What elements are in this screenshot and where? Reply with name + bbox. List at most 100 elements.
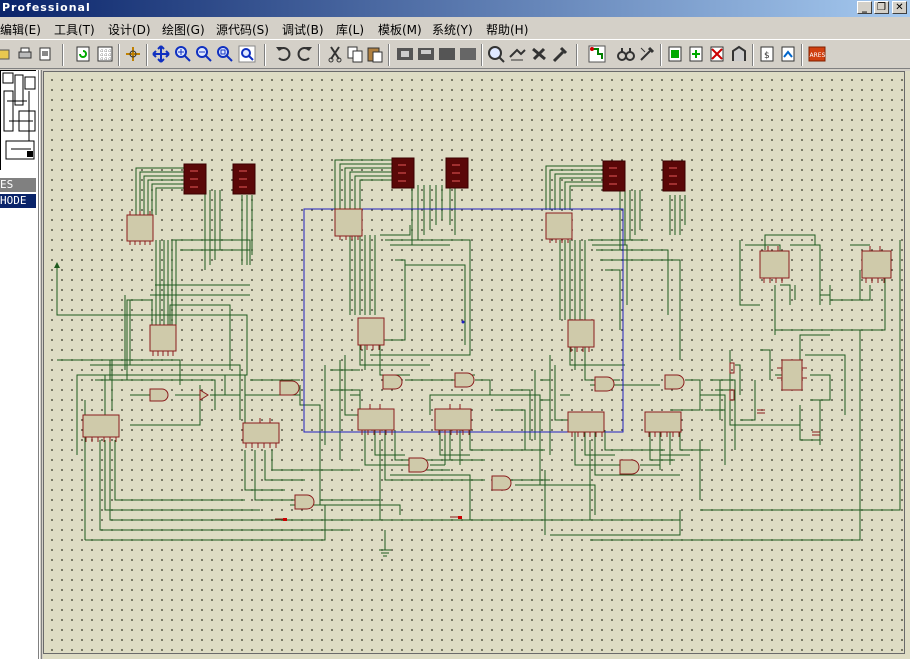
terminal-marks	[283, 516, 462, 521]
toolbar-separator	[481, 44, 483, 66]
device-list-item-selected[interactable]: HODE	[0, 194, 36, 208]
ic-chip	[126, 214, 154, 242]
menu-design[interactable]: 设计(D)	[108, 23, 151, 37]
svg-text:$: $	[764, 51, 770, 61]
menu-help[interactable]: 帮助(H)	[486, 23, 529, 37]
make-device-icon[interactable]	[508, 45, 526, 63]
origin-icon[interactable]	[124, 45, 142, 63]
paste-icon[interactable]	[366, 45, 384, 63]
close-button[interactable]: ✕	[892, 1, 907, 14]
ic-chip	[759, 250, 790, 279]
toolbar-separator	[118, 44, 120, 66]
and-gate	[279, 380, 300, 396]
pick-device-icon[interactable]	[487, 45, 505, 63]
block-delete-icon[interactable]	[459, 45, 477, 63]
block-copy-icon[interactable]	[396, 45, 414, 63]
and-gate	[664, 374, 685, 390]
resistor	[729, 389, 735, 401]
refresh-icon[interactable]	[74, 45, 92, 63]
and-gate	[408, 457, 429, 473]
wire-autorouter-icon[interactable]	[588, 45, 606, 63]
ic-chip	[567, 319, 595, 348]
remove-sheet-icon[interactable]	[708, 45, 726, 63]
device-list-item[interactable]: ES	[0, 178, 36, 192]
zoom-all-icon[interactable]	[216, 45, 234, 63]
resistor	[729, 362, 735, 374]
toolbar-separator	[62, 44, 64, 66]
pan-icon[interactable]	[152, 45, 170, 63]
menu-debug[interactable]: 调试(B)	[282, 23, 324, 37]
package-icon[interactable]	[530, 45, 548, 63]
toolbar-separator	[660, 44, 662, 66]
goto-sheet-icon[interactable]	[730, 45, 748, 63]
toolbar-separator	[576, 44, 578, 66]
toolbar-separator	[318, 44, 320, 66]
overview-thumbnail	[1, 71, 37, 171]
title-bar: Professional _ ❐ ✕	[0, 0, 910, 17]
menu-source[interactable]: 源代码(S)	[216, 23, 269, 37]
window-title: Professional	[2, 1, 91, 14]
netlist-icon[interactable]	[779, 45, 797, 63]
block-rotate-icon[interactable]	[438, 45, 456, 63]
zoom-in-icon[interactable]	[174, 45, 192, 63]
toolbar-separator	[388, 44, 390, 66]
left-panel: ES HODE	[0, 70, 39, 659]
ic-chip	[357, 408, 395, 431]
schematic-drawing	[54, 157, 901, 557]
display-segments	[190, 164, 677, 188]
copy-icon[interactable]	[346, 45, 364, 63]
open-icon[interactable]	[0, 45, 12, 63]
menu-edit[interactable]: 编辑(E)	[0, 23, 41, 37]
zoom-area-icon[interactable]	[238, 45, 256, 63]
capacitor	[812, 431, 820, 436]
print-icon[interactable]	[16, 45, 34, 63]
power-terminal-icon	[54, 262, 60, 268]
ic-pins	[85, 211, 885, 448]
grid-icon[interactable]	[96, 45, 114, 63]
ic-chip	[434, 408, 472, 431]
bom-icon[interactable]: $	[758, 45, 776, 63]
undo-icon[interactable]	[274, 45, 292, 63]
and-gate	[149, 388, 169, 402]
menu-graph[interactable]: 绘图(G)	[162, 23, 205, 37]
block-move-icon[interactable]	[417, 45, 435, 63]
toolbar-separator	[801, 44, 803, 66]
ic-chip	[149, 324, 177, 352]
and-gate	[454, 372, 475, 388]
panel-splitter[interactable]	[39, 70, 42, 659]
ic-chip	[242, 422, 280, 444]
passive-components	[275, 362, 820, 520]
logic-gates	[149, 372, 685, 510]
ares-icon[interactable]: ARES	[808, 45, 826, 63]
menu-bar: 编辑(E) 工具(T) 设计(D) 绘图(G) 源代码(S) 调试(B) 库(L…	[0, 18, 910, 38]
overview-window[interactable]	[0, 70, 37, 171]
toolbar: $ ARES	[0, 39, 910, 69]
ic-chip	[357, 317, 385, 346]
redo-icon[interactable]	[296, 45, 314, 63]
property-tool-icon[interactable]	[638, 45, 656, 63]
minimize-button[interactable]: _	[857, 1, 872, 14]
zoom-out-icon[interactable]	[195, 45, 213, 63]
add-sheet-icon[interactable]	[687, 45, 705, 63]
ic-chip	[334, 208, 363, 237]
menu-system[interactable]: 系统(Y)	[432, 23, 473, 37]
menu-template[interactable]: 模板(M)	[378, 23, 422, 37]
menu-library[interactable]: 库(L)	[336, 23, 365, 37]
menu-tools[interactable]: 工具(T)	[54, 23, 95, 37]
new-sheet-icon[interactable]	[666, 45, 684, 63]
toolbar-separator	[146, 44, 148, 66]
cut-icon[interactable]	[326, 45, 344, 63]
ic-chip	[545, 212, 573, 240]
ic-chip	[82, 414, 120, 438]
search-icon[interactable]	[617, 45, 635, 63]
toolbar-separator	[264, 44, 266, 66]
wires	[56, 159, 901, 551]
maximize-button[interactable]: ❐	[874, 1, 889, 14]
svg-text:ARES: ARES	[810, 52, 826, 59]
schematic-canvas[interactable]	[43, 71, 910, 659]
page-setup-icon[interactable]	[36, 45, 54, 63]
and-gate	[382, 374, 403, 390]
ic-chips	[82, 208, 892, 444]
decompose-icon[interactable]	[551, 45, 569, 63]
and-gate	[619, 459, 640, 475]
